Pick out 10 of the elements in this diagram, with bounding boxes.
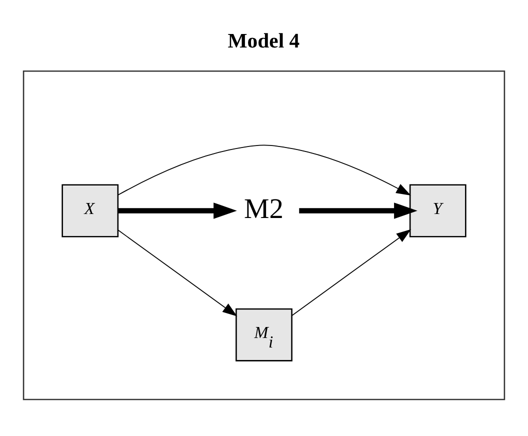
arrow bbox=[118, 144, 411, 196]
arrow bbox=[299, 202, 418, 218]
diagram-title: Model 4 bbox=[228, 30, 300, 52]
arrow bbox=[292, 228, 412, 316]
cluster bbox=[22, 70, 506, 400]
arrow bbox=[118, 229, 238, 316]
node-box: X bbox=[62, 184, 119, 237]
node-text: M2 bbox=[244, 193, 284, 224]
arrow bbox=[118, 202, 237, 218]
node-box: Y bbox=[409, 184, 466, 237]
